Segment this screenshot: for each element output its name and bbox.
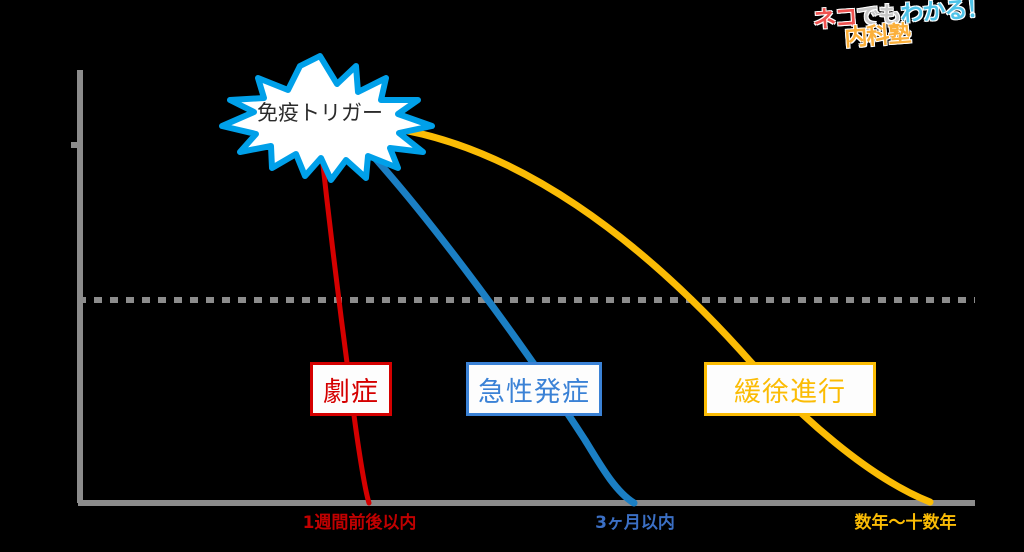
x-axis-label-acute: 3ヶ月以内 [595,513,675,533]
x-axis-label-fulminant: 1週間前後以内 [302,513,417,533]
starburst-shape [219,53,435,183]
x-axis-label-slow: 数年〜十数年 [854,513,957,533]
curve-acute-onset [348,129,638,507]
category-box-slowly-progressive: 緩徐進行 [704,362,876,416]
curve-slow-progressive [388,124,934,506]
category-box-acute-onset: 急性発症 [466,362,602,416]
category-box-fulminant: 劇症 [310,362,392,416]
curve-fulminant [317,135,372,506]
